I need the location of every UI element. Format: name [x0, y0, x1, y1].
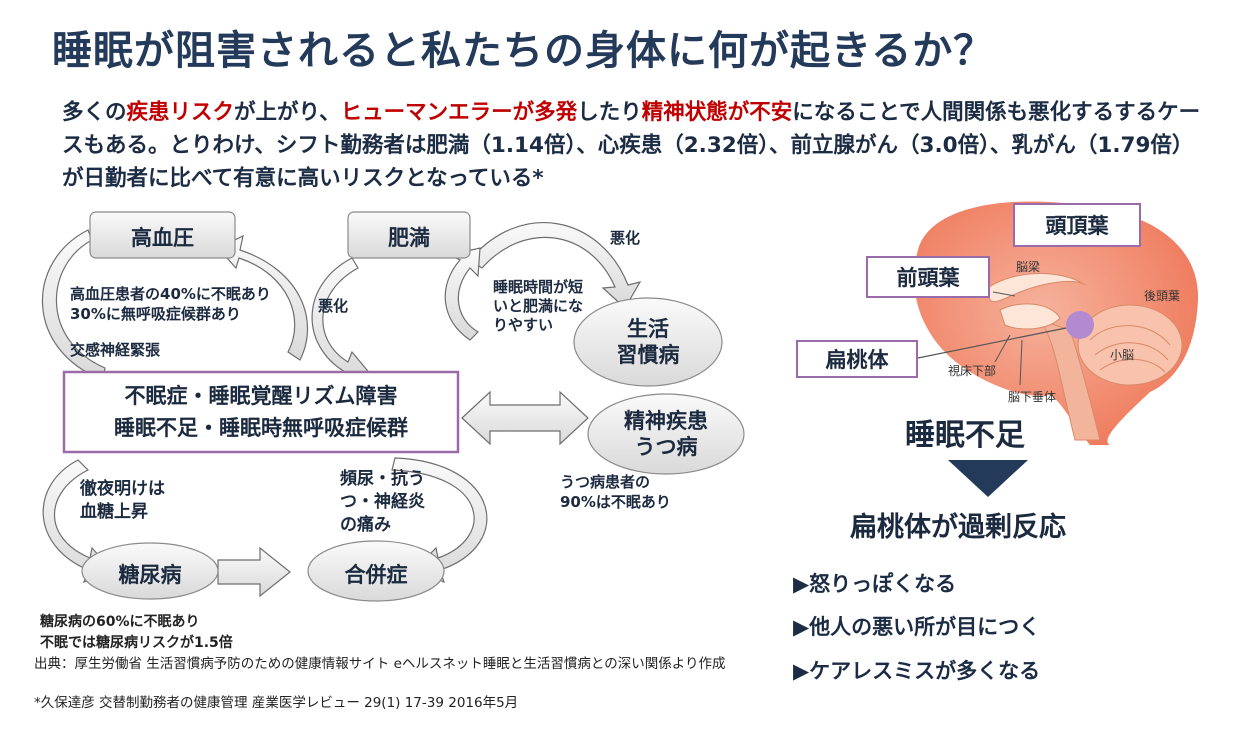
frontal-line: [992, 291, 1016, 297]
intro-text: が上がり、: [234, 100, 341, 125]
obesity-box: [347, 211, 471, 259]
parietal-label: 頭頂葉: [1013, 203, 1141, 247]
intro-paragraph: 多くの疾患リスクが上がり、ヒューマンエラーが多発したり精神状態が不安になることで…: [62, 96, 1202, 195]
reference-citation: *久保達彦 交替制勤務者の健康管理 産業医学レビュー 29(1) 17-39 2…: [34, 695, 519, 711]
hypertension-note: 高血圧患者の40%に不眠あり 30%に無呼吸症候群あり: [70, 285, 271, 323]
center-box: [62, 370, 460, 454]
hypothalamus-label: 視床下部: [948, 364, 997, 378]
effect-item: ▶ケアレスミスが多くなる: [793, 659, 1041, 683]
pituitary-label: 脳下垂体: [1008, 390, 1057, 404]
sympathetic-label: 交感神経緊張: [70, 341, 161, 359]
down-arrow-triangle: [948, 460, 1028, 497]
arrow-obesity-right: [444, 247, 481, 341]
arrow-center-mental: [461, 390, 589, 446]
diabetes-label: 糖尿病: [118, 563, 182, 587]
allnighter-note: 徹夜明けは 血糖上昇: [80, 479, 165, 522]
sleep-obesity-note: 睡眠時間が短 いと肥満にな りやすい: [493, 278, 584, 334]
lifestyle-label: 生活 習慣病: [616, 317, 680, 367]
arrow-diabetes-complication: [217, 546, 291, 598]
complication-ellipse: [307, 540, 445, 602]
amygdala-marker: [1066, 311, 1094, 339]
depression-note: うつ病患者の 90%は不眠あり: [560, 473, 671, 511]
sleep-deprivation-heading: 睡眠不足: [905, 418, 1025, 453]
mental-label: 精神疾患 うつ病: [624, 409, 708, 459]
cerebellum-shape: [1077, 304, 1183, 386]
worsen-label-right: 悪化: [610, 229, 641, 247]
mental-ellipse: [587, 393, 745, 475]
source-citation: 出典：厚生労働省 生活習慣病予防のための健康情報サイト eヘルスネット睡眠と生活…: [34, 656, 726, 672]
center-line-2: 睡眠不足・睡眠時無呼吸症候群: [114, 416, 408, 440]
arrow-obesity: [311, 257, 374, 385]
center-line-1: 不眠症・睡眠覚醒リズム障害: [124, 384, 398, 408]
hypertension-label: 高血圧: [131, 226, 194, 250]
urination-note: 頻尿・抗う つ・神経炎 の痛み: [340, 469, 425, 535]
frontal-label: 前頭葉: [866, 256, 990, 298]
effect-item: ▶怒りっぽくなる: [793, 572, 957, 596]
hypothalamus-line: [994, 334, 1011, 363]
occipital-label: 後頭葉: [1144, 289, 1181, 303]
amygdala-overreaction-heading: 扁桃体が過剰反応: [850, 512, 1066, 543]
intro-text: 多くの: [62, 100, 127, 125]
hypertension-box: [89, 211, 236, 259]
effect-item: ▶他人の悪い所が目につく: [793, 615, 1041, 639]
amygdala-label: 扁桃体: [796, 340, 918, 378]
diabetes-ellipse: [81, 542, 219, 600]
cerebellum-label: 小脳: [1110, 348, 1135, 362]
corpus-label: 脳梁: [1016, 260, 1041, 274]
thalamus: [999, 303, 1061, 330]
intro-text: になることで人間関係も悪化するするケースもある。とりわけ、シフト勤務者は肥満（1…: [62, 100, 1201, 191]
intro-emphasis: 精神状態が不安: [641, 100, 793, 125]
complication-label: 合併症: [344, 563, 408, 587]
cerebellum-folds: [1089, 325, 1171, 373]
intro-text: したり: [577, 100, 642, 125]
intro-emphasis: 疾患リスク: [126, 100, 235, 125]
lifestyle-ellipse: [573, 297, 723, 387]
worsen-label-left: 悪化: [318, 297, 349, 315]
brainstem: [1038, 319, 1101, 441]
arrow-obesity-lifestyle: [469, 222, 642, 309]
diabetes-note: 糖尿病の60%に不眠あり 不眠では糖尿病リスクが1.5倍: [40, 614, 233, 651]
obesity-label: 肥満: [388, 226, 430, 250]
center-box-text: 不眠症・睡眠覚醒リズム障害 睡眠不足・睡眠時無呼吸症候群: [64, 380, 458, 444]
page-title: 睡眠が阻害されると私たちの身体に何が起きるか？: [52, 28, 995, 74]
amygdala-line: [917, 327, 1067, 359]
intro-emphasis: ヒューマンエラーが多発: [340, 100, 578, 125]
pituitary-line: [1019, 339, 1023, 386]
